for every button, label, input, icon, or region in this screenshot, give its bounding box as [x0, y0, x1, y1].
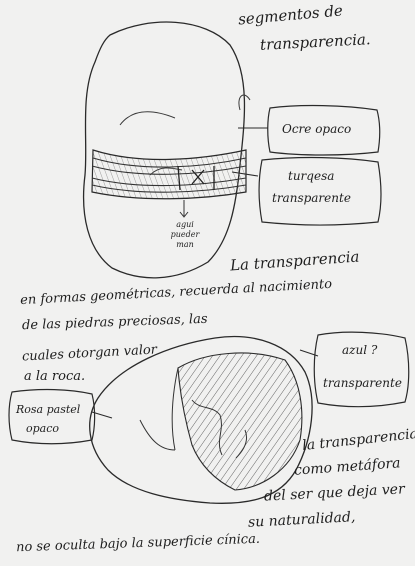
top-small-arrow	[180, 200, 188, 217]
paragraph-line-5: a la roca.	[24, 370, 85, 383]
top-label-turquoise-2: transparente	[272, 192, 351, 204]
bottom-label-pink-1: Rosa pastel	[16, 404, 80, 415]
top-label-ochre: Ocre opaco	[282, 123, 351, 135]
bottom-label-pink-2: opaco	[26, 423, 59, 434]
small-note-line-2: pueder	[170, 230, 200, 239]
bottom-label-blue-1: azul ?	[342, 344, 377, 356]
top-rock-outline	[84, 22, 245, 278]
bottom-rock-hatched-region	[178, 353, 302, 490]
bottom-label-box-left	[9, 390, 95, 444]
small-note-line-1: agui	[170, 220, 200, 229]
small-note-line-3: man	[170, 240, 200, 249]
top-label-turquoise-1: turqesa	[288, 170, 334, 182]
bottom-label-blue-2: transparente	[323, 377, 402, 389]
